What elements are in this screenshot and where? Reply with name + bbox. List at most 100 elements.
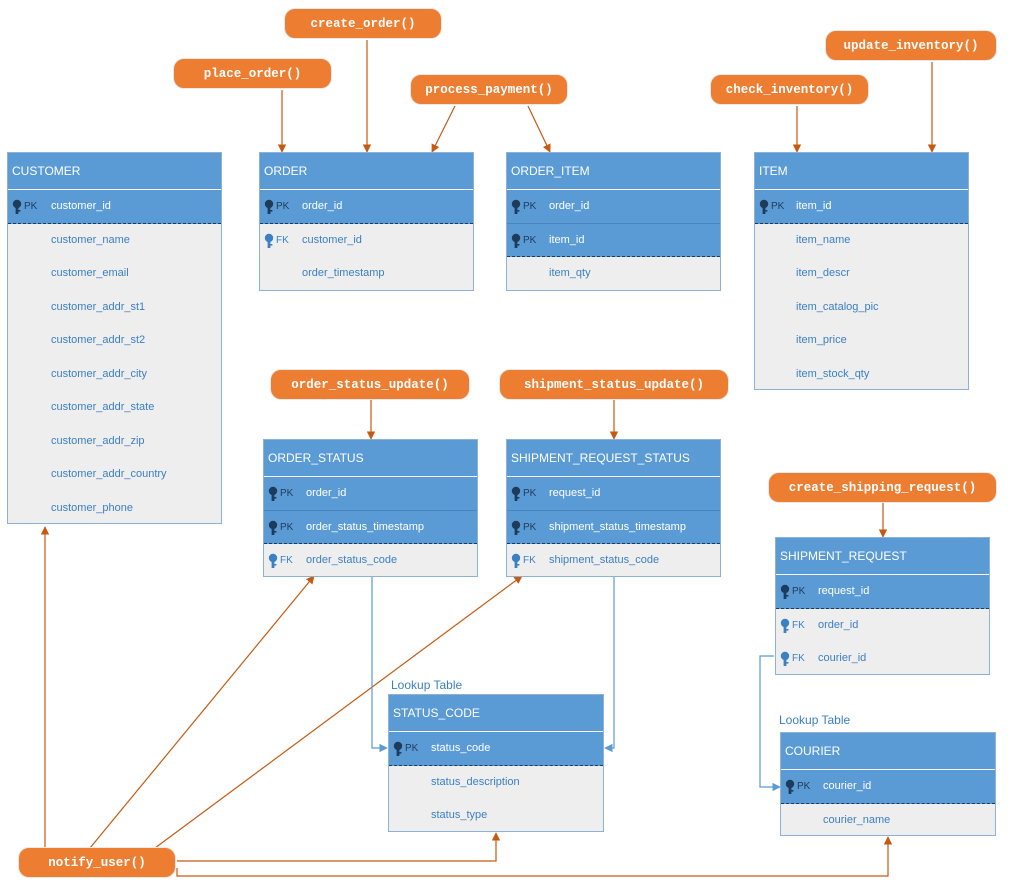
field-name: item_id [796,200,832,212]
fk-order-status-to-status-code [371,576,388,753]
table-row: FK order_id [776,609,989,643]
table-row: customer_addr_zip [8,425,221,459]
notify-user-function: notify_user() [18,847,176,878]
field-name: status_description [431,775,520,788]
field-name: customer_addr_city [51,367,147,380]
field-name: request_id [549,487,601,499]
key-icon: PK [268,486,300,502]
table-row: PK request_id [507,477,720,511]
key-icon: PK [264,199,296,215]
field-name: item_qty [549,267,591,279]
key-icon: PK [393,741,425,757]
field-name: shipment_status_code [549,554,660,566]
field-name: status_type [431,809,488,821]
table-title: COURIER [781,733,995,770]
key-type-label: PK [523,234,537,246]
field-name: request_id [818,585,870,597]
table-row: item_stock_qty [755,358,968,392]
field-name: item_id [549,233,585,246]
field-name: customer_id [302,233,362,246]
key-type-label: PK [280,521,294,533]
update-inventory-function: update_inventory() [825,30,997,61]
table-title: STATUS_CODE [389,695,603,732]
key-icon: PK [12,199,44,215]
table-row: PK status_code [389,732,603,766]
table-row: item_catalog_pic [755,291,968,325]
key-type-label: PK [523,488,537,499]
key-icon: PK [268,520,300,536]
field-name: item_descr [796,267,850,279]
key-icon: FK [511,553,543,569]
table-row: customer_email [8,257,221,291]
table-title: ITEM [755,153,968,190]
table-row: customer_addr_city [8,358,221,392]
courier-lookup-label: Lookup Table [779,713,851,727]
table-row: PK item_id [507,223,720,257]
table-row: PK shipment_status_timestamp [507,510,720,544]
table-row: order_timestamp [260,257,473,291]
table-title: ORDER [260,153,473,190]
status-code-table: STATUS_CODE PK status_code status_descripti… [388,694,604,832]
key-type-label: FK [280,555,293,566]
key-icon: FK [780,651,812,667]
process-payment-function: process_payment() [410,74,568,105]
field-name: order_status_code [306,554,398,566]
key-icon: PK [780,584,812,600]
key-icon: FK [780,618,812,634]
status-code-lookup-label: Lookup Table [391,678,463,692]
table-row: item_price [755,324,968,358]
field-name: order_id [549,200,590,212]
table-row: customer_phone [8,492,221,526]
key-icon: PK [511,486,543,502]
key-type-label: FK [792,619,805,631]
arrow-notify-to-status-code [177,832,501,862]
arrow-notify-to-courier [176,836,893,877]
table-row: FK customer_id [260,224,473,258]
table-row: status_description [389,766,603,800]
arrow-process-payment-to-order [431,105,456,153]
key-type-label: PK [523,521,537,533]
field-name: order_id [302,200,343,212]
field-name: order_id [818,618,859,631]
table-row: PK request_id [776,575,989,609]
key-type-label: FK [792,653,805,664]
table-title: ORDER_STATUS [264,440,477,477]
create-shipping-request-function: create_shipping_request() [768,472,997,503]
key-icon: FK [268,553,300,569]
order-status-update-function: order_status_update() [270,369,470,400]
table-row: customer_name [8,224,221,258]
key-icon: FK [264,233,296,249]
table-title: ORDER_ITEM [507,153,720,190]
fk-courier-id-to-courier [759,655,781,792]
field-name: customer_id [51,200,111,212]
field-name: item_name [796,233,851,246]
key-type-label: PK [276,201,290,212]
key-type-label: FK [276,234,289,246]
field-name: customer_addr_country [51,468,167,480]
key-icon: PK [511,233,543,249]
create-order-function: create_order() [284,8,442,39]
key-type-label: FK [523,555,536,566]
table-row: item_qty [507,257,720,291]
field-name: status_code [431,742,491,754]
table-row: status_type [389,799,603,833]
table-row: FK order_status_code [264,544,477,578]
table-title: CUSTOMER [8,153,221,190]
arrow-notify-to-order-status [89,575,315,849]
field-name: shipment_status_timestamp [549,520,686,533]
field-name: customer_addr_zip [51,434,145,447]
table-row: item_descr [755,257,968,291]
table-row: PK order_id [260,190,473,224]
field-name: item_stock_qty [796,367,870,380]
table-row: customer_addr_state [8,391,221,425]
table-row: courier_name [781,804,995,838]
field-name: item_price [796,334,847,346]
table-row: PK customer_id [8,190,221,224]
